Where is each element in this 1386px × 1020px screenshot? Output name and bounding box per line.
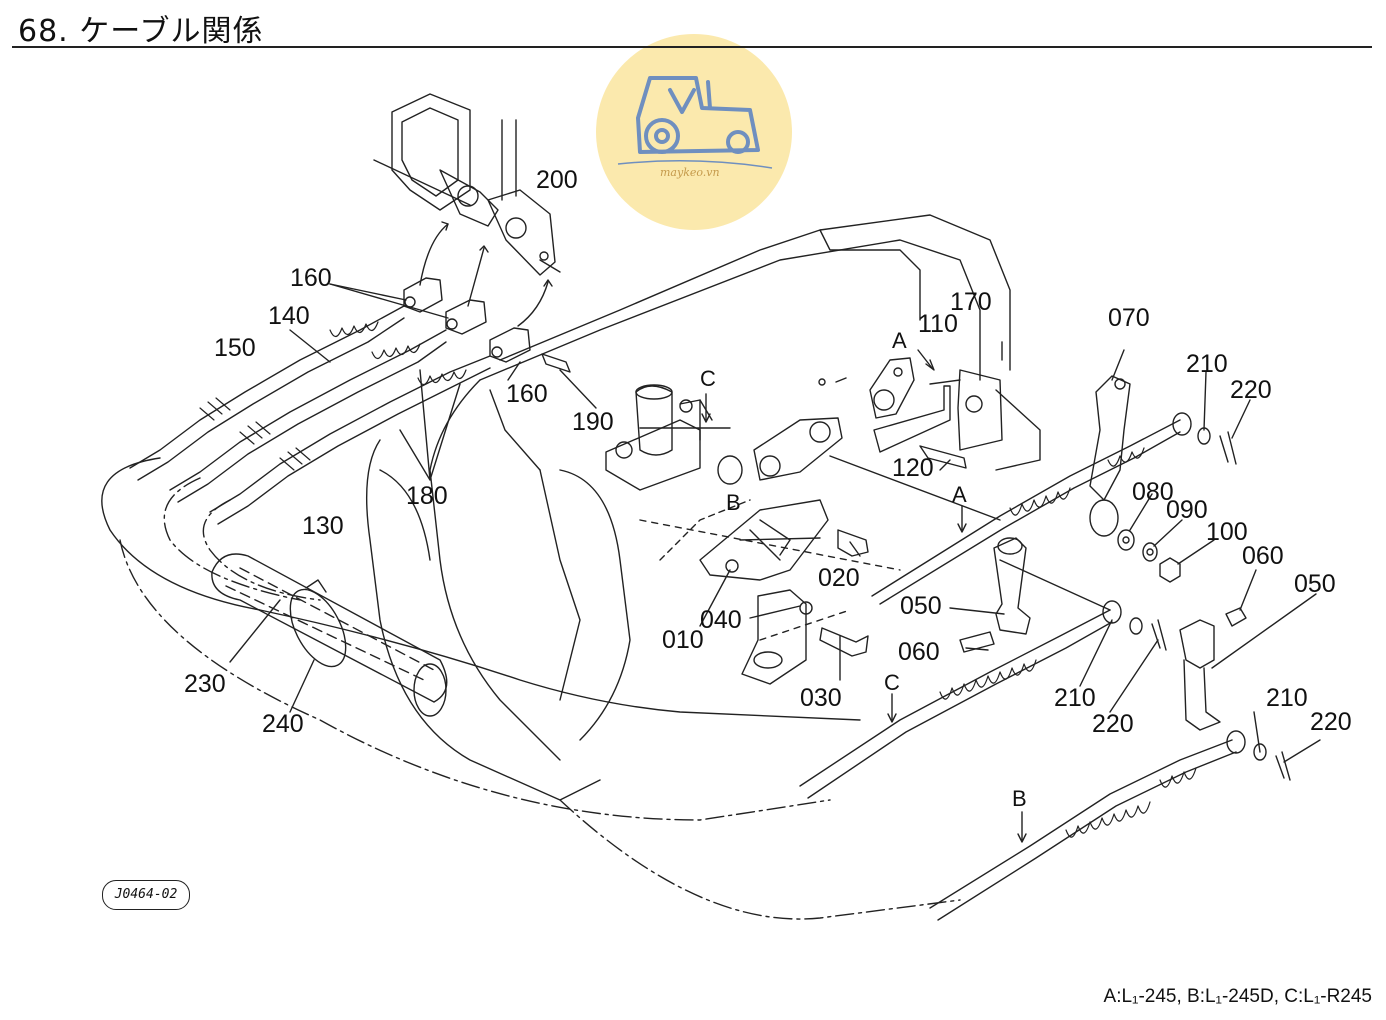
part-label-050: 050 (900, 592, 942, 620)
part-label-220: 220 (1230, 376, 1272, 404)
watermark-text: maykeo.vn (660, 166, 720, 179)
title-rule (12, 46, 1372, 48)
part-label-030: 030 (800, 684, 842, 712)
part-label-020: 020 (818, 564, 860, 592)
part-label-230: 230 (184, 670, 226, 698)
part-label-090: 090 (1166, 496, 1208, 524)
part-label-210: 210 (1186, 350, 1228, 378)
part-label-060: 060 (898, 638, 940, 666)
part-label-010: 010 (662, 626, 704, 654)
part-label-180: 180 (406, 482, 448, 510)
watermark-badge (596, 34, 792, 230)
part-label-190: 190 (572, 408, 614, 436)
part-label-080: 080 (1132, 478, 1174, 506)
ref-label-a: A (952, 482, 967, 507)
part-label-210: 210 (1266, 684, 1308, 712)
figure-code-badge: J0464-02 (102, 880, 190, 910)
part-label-220: 220 (1310, 708, 1352, 736)
part-label-040: 040 (700, 606, 742, 634)
part-label-220: 220 (1092, 710, 1134, 738)
part-label-070: 070 (1108, 304, 1150, 332)
part-label-060: 060 (1242, 542, 1284, 570)
part-label-210: 210 (1054, 684, 1096, 712)
part-label-140: 140 (268, 302, 310, 330)
part-label-160: 160 (506, 380, 548, 408)
part-label-100: 100 (1206, 518, 1248, 546)
ref-label-c: C (884, 670, 900, 695)
part-label-110: 110 (918, 310, 958, 338)
ref-label-b: B (726, 490, 741, 515)
part-label-130: 130 (302, 512, 344, 540)
page-title: 68. ケーブル関係 (18, 14, 264, 49)
part-label-150: 150 (214, 334, 256, 362)
part-label-050: 050 (1294, 570, 1336, 598)
tractor-logo-icon (617, 76, 773, 169)
ref-label-b: B (1012, 786, 1027, 811)
part-label-160: 160 (290, 264, 332, 292)
part-label-240: 240 (262, 710, 304, 738)
part-label-120: 120 (892, 454, 934, 482)
ref-label-a: A (892, 328, 907, 353)
ref-label-c: C (700, 366, 716, 391)
part-label-170: 170 (950, 288, 992, 316)
part-label-200: 200 (536, 166, 578, 194)
model-legend-note: A:L₁-245, B:L₁-245D, C:L₁-R245 (1103, 986, 1372, 1007)
